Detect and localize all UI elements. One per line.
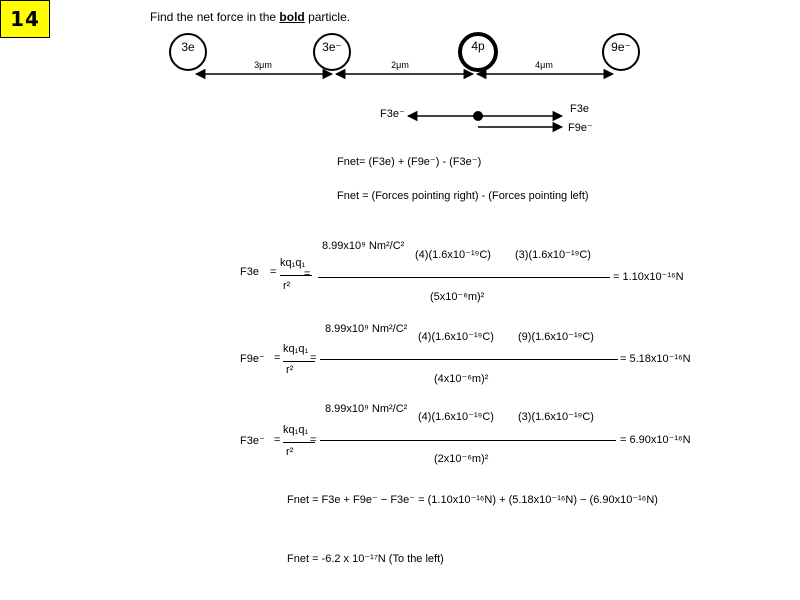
calc-2-kq-bar (283, 361, 315, 362)
calc-2-r: (4x10⁻⁶m)² (434, 373, 489, 385)
calc-1-kq: kq₁q₁ (280, 257, 306, 269)
calc-1-fraction-bar (318, 277, 610, 278)
calc-3-coulomb: 8.99x10⁹ Nm²/C² (325, 403, 408, 415)
fbd-label-right-2: F9e⁻ (568, 122, 593, 134)
particle-3e: 3e (169, 33, 207, 71)
distance-label-2: 2μm (391, 60, 409, 70)
particle-9e-minus: 9e⁻ (602, 33, 640, 71)
calc-3-fraction-bar (320, 440, 616, 441)
prompt-text-post: particle. (304, 10, 351, 24)
calc-3-kq: kq₁q₁ (283, 424, 309, 436)
calc-3-r: (2x10⁻⁶m)² (434, 453, 489, 465)
calc-1-r: (5x10⁻⁶m)² (430, 291, 485, 303)
calc-3-lhs: F3e⁻ (240, 435, 265, 447)
calc-2-r2: r² (286, 364, 294, 376)
calc-2-fraction-bar (320, 359, 618, 360)
net-force-sum-equation: Fnet = F3e + F9e⁻ − F3e⁻ = (1.10x10⁻¹⁶N)… (287, 494, 658, 506)
final-answer: Fnet = -6.2 x 10⁻¹⁷N (To the left) (287, 553, 444, 565)
calc-1-result: = 1.10x10⁻¹⁶N (613, 271, 684, 283)
calc-2-q1: (4)(1.6x10⁻¹⁹C) (418, 331, 494, 343)
question-prompt: Find the net force in the bold particle. (150, 10, 350, 24)
fbd-label-left: F3e⁻ (380, 108, 405, 120)
prompt-text-bold: bold (279, 10, 305, 24)
calc-1-q2: (3)(1.6x10⁻¹⁹C) (515, 249, 591, 261)
calc-2-coulomb: 8.99x10⁹ Nm²/C² (325, 323, 408, 335)
distance-label-1: 3μm (254, 60, 272, 70)
calc-3-q1: (4)(1.6x10⁻¹⁹C) (418, 411, 494, 423)
particle-4p-bold: 4p (458, 32, 498, 72)
calc-3-q2: (3)(1.6x10⁻¹⁹C) (518, 411, 594, 423)
calc-2-result: = 5.18x10⁻¹⁶N (620, 353, 691, 365)
calc-2-lhs: F9e⁻ (240, 353, 265, 365)
fbd-particle-dot (473, 111, 483, 121)
calc-2-q2: (9)(1.6x10⁻¹⁹C) (518, 331, 594, 343)
calc-3-kq-bar (283, 442, 315, 443)
distance-label-3: 4μm (535, 60, 553, 70)
calc-2-kq: kq₁q₁ (283, 343, 309, 355)
question-number-badge: 14 (0, 0, 50, 38)
calc-3-result: = 6.90x10⁻¹⁶N (620, 434, 691, 446)
prompt-text-pre: Find the net force in the (150, 10, 280, 24)
fbd-label-right-1: F3e (570, 103, 589, 115)
calc-1-coulomb: 8.99x10⁹ Nm²/C² (322, 240, 405, 252)
particle-3e-minus: 3e⁻ (313, 33, 351, 71)
calc-1-lhs: F3e (240, 266, 259, 278)
calc-1-kq-bar (280, 275, 312, 276)
calc-3-r2: r² (286, 446, 294, 458)
calc-1-r2: r² (283, 280, 291, 292)
net-force-description: Fnet = (Forces pointing right) - (Forces… (337, 190, 589, 202)
calc-1-q1: (4)(1.6x10⁻¹⁹C) (415, 249, 491, 261)
net-force-equation: Fnet= (F3e) + (F9e⁻) - (F3e⁻) (337, 156, 482, 168)
